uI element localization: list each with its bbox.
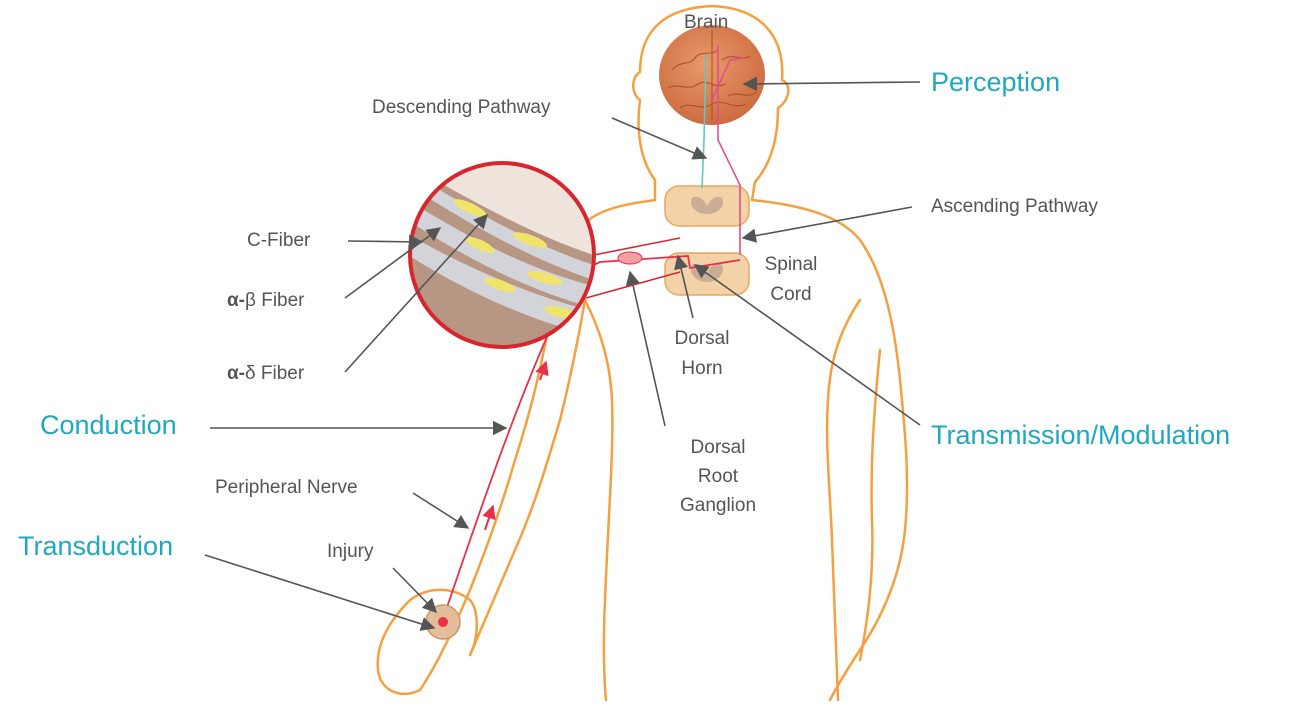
label-drg-line2: Root <box>668 466 768 488</box>
label-peripheral-nerve: Peripheral Nerve <box>215 477 358 499</box>
label-dorsal-root-ganglion: Dorsal Root Ganglion <box>668 437 768 517</box>
label-ascending-pathway: Ascending Pathway <box>931 196 1098 218</box>
label-spinal-cord-line2: Cord <box>756 284 826 306</box>
label-dorsal-horn-line2: Horn <box>664 358 740 380</box>
torso-side-right <box>827 300 860 700</box>
label-drg-line3: Ganglion <box>668 495 768 517</box>
alpha-symbol: α- <box>227 363 245 384</box>
label-dorsal-horn: Dorsal Horn <box>664 328 740 380</box>
label-alpha-delta-fiber: α-δ Fiber <box>227 363 304 385</box>
arm-right-inner <box>860 350 880 660</box>
label-spinal-cord-line1: Spinal <box>756 254 826 276</box>
stage-transduction: Transduction <box>18 531 173 561</box>
torso-side-left <box>585 300 612 700</box>
label-spinal-cord: Spinal Cord <box>756 254 826 306</box>
label-alpha-beta-fiber: α-β Fiber <box>227 290 305 312</box>
neck-right <box>752 182 755 200</box>
delta-fiber-text: δ Fiber <box>245 363 304 384</box>
stage-perception: Perception <box>931 67 1060 97</box>
label-dorsal-horn-line1: Dorsal <box>664 328 740 350</box>
stage-conduction: Conduction <box>40 410 177 440</box>
beta-fiber-text: β Fiber <box>245 290 305 311</box>
arm-inner <box>470 300 585 655</box>
label-injury: Injury <box>327 541 373 563</box>
leader-arrows <box>205 82 920 628</box>
dorsal-root-ganglion <box>618 252 642 264</box>
injury-site <box>426 605 460 639</box>
label-brain: Brain <box>684 12 728 34</box>
label-descending-pathway: Descending Pathway <box>372 97 551 119</box>
label-c-fiber: C-Fiber <box>247 230 310 252</box>
alpha-symbol: α- <box>227 290 245 311</box>
label-drg-line1: Dorsal <box>668 437 768 459</box>
stage-transmission-modulation: Transmission/Modulation <box>931 420 1230 450</box>
brain-illustration <box>659 25 765 125</box>
